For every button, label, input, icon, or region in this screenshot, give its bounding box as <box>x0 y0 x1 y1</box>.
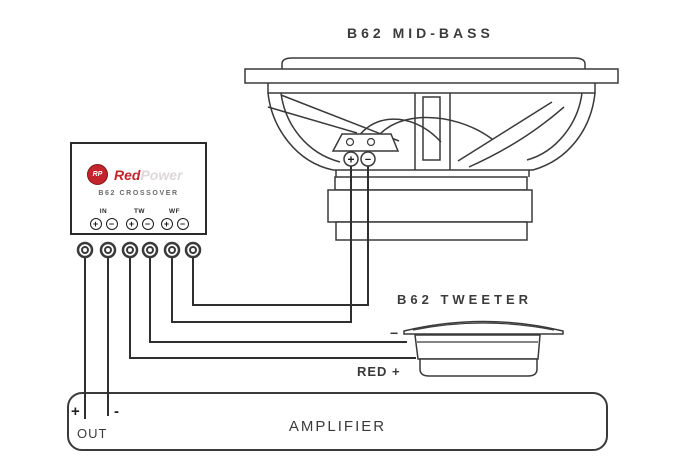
midbass-solder-tab-left <box>345 137 355 147</box>
midbass-basket-left-inner <box>280 92 341 163</box>
midbass-basket-right-outer <box>532 92 596 171</box>
midbass-minus-glyph: − <box>365 154 371 166</box>
ring-terminal <box>121 241 139 259</box>
crossover-box: RP Red Power B62 CROSSOVER IN + − TW + −… <box>70 142 207 235</box>
midbass-pole-column <box>414 93 451 170</box>
terminal-group-in: IN + − <box>83 208 124 230</box>
midbass-flange <box>244 68 619 84</box>
redpower-logo-icon: RP <box>87 164 108 185</box>
terminal-group-label: WF <box>168 208 181 215</box>
midbass-magnet <box>327 189 533 223</box>
tw-plus-terminal: + <box>125 218 138 230</box>
ring-terminal <box>163 241 181 259</box>
terminal-group-wf: WF + − <box>154 208 195 230</box>
midbass-cone-right <box>457 101 565 168</box>
in-minus-terminal: − <box>105 218 118 230</box>
wf-plus-terminal: + <box>160 218 173 230</box>
wire-wf-plus-to-midbass <box>171 166 352 323</box>
ring-terminal <box>99 241 117 259</box>
amplifier-box <box>67 392 608 451</box>
midbass-title: B62 MID-BASS <box>347 25 494 41</box>
tw-minus-terminal: − <box>141 218 154 230</box>
amp-out-label: OUT <box>77 426 108 441</box>
wire-tw-minus-to-tweeter <box>149 257 407 343</box>
amplifier-label: AMPLIFIER <box>288 418 387 435</box>
ring-terminal <box>76 241 94 259</box>
crossover-output-terminals <box>76 241 202 259</box>
tweeter-body <box>414 334 541 360</box>
brand-name-power: Power <box>140 166 183 183</box>
wf-minus-terminal: − <box>176 218 189 230</box>
midbass-basket-right-inner <box>526 92 583 161</box>
wire-tw-plus-to-tweeter <box>129 257 416 359</box>
ring-terminal <box>141 241 159 259</box>
midbass-plus-terminal <box>343 151 359 167</box>
wires <box>84 166 416 419</box>
midbass-basket-left-outer <box>267 92 334 171</box>
brand-name-red: Red <box>114 166 141 183</box>
midbass-terminal-plate <box>331 133 400 152</box>
tweeter-base <box>419 358 538 377</box>
ring-terminal <box>184 241 202 259</box>
crossover-model-label: B62 CROSSOVER <box>98 190 179 197</box>
tweeter-red-plus-label: RED + <box>357 364 401 379</box>
midbass-plus-glyph: + <box>347 153 354 167</box>
tweeter-drawing <box>403 320 564 377</box>
terminal-group-tw: TW + − <box>119 208 160 230</box>
amp-minus-label: - <box>114 403 119 420</box>
midbass-minus-terminal <box>360 151 376 167</box>
tweeter-negative-label: − <box>390 325 399 341</box>
midbass-magnet-bottom-plate <box>335 221 528 241</box>
midbass-solder-tab-right <box>366 137 376 147</box>
in-plus-terminal: + <box>89 218 102 230</box>
midbass-pole-inner <box>422 96 441 161</box>
midbass-surround <box>281 57 586 69</box>
midbass-terminals: + − <box>343 151 376 167</box>
midbass-speaker-drawing <box>244 57 619 241</box>
terminal-group-label: IN <box>99 208 108 215</box>
brand-row: RP Red Power <box>87 164 182 185</box>
amp-plus-label: + <box>71 403 80 420</box>
tweeter-title: B62 TWEETER <box>397 292 533 307</box>
logo-monogram: RP <box>92 171 103 178</box>
midbass-magnet-top-plate <box>334 176 528 191</box>
terminal-group-label: TW <box>133 208 146 215</box>
wire-wf-minus-to-midbass <box>192 166 369 306</box>
tweeter-flange-inner <box>412 322 555 331</box>
midbass-gasket <box>267 83 596 94</box>
midbass-basket-bottom <box>333 169 533 177</box>
